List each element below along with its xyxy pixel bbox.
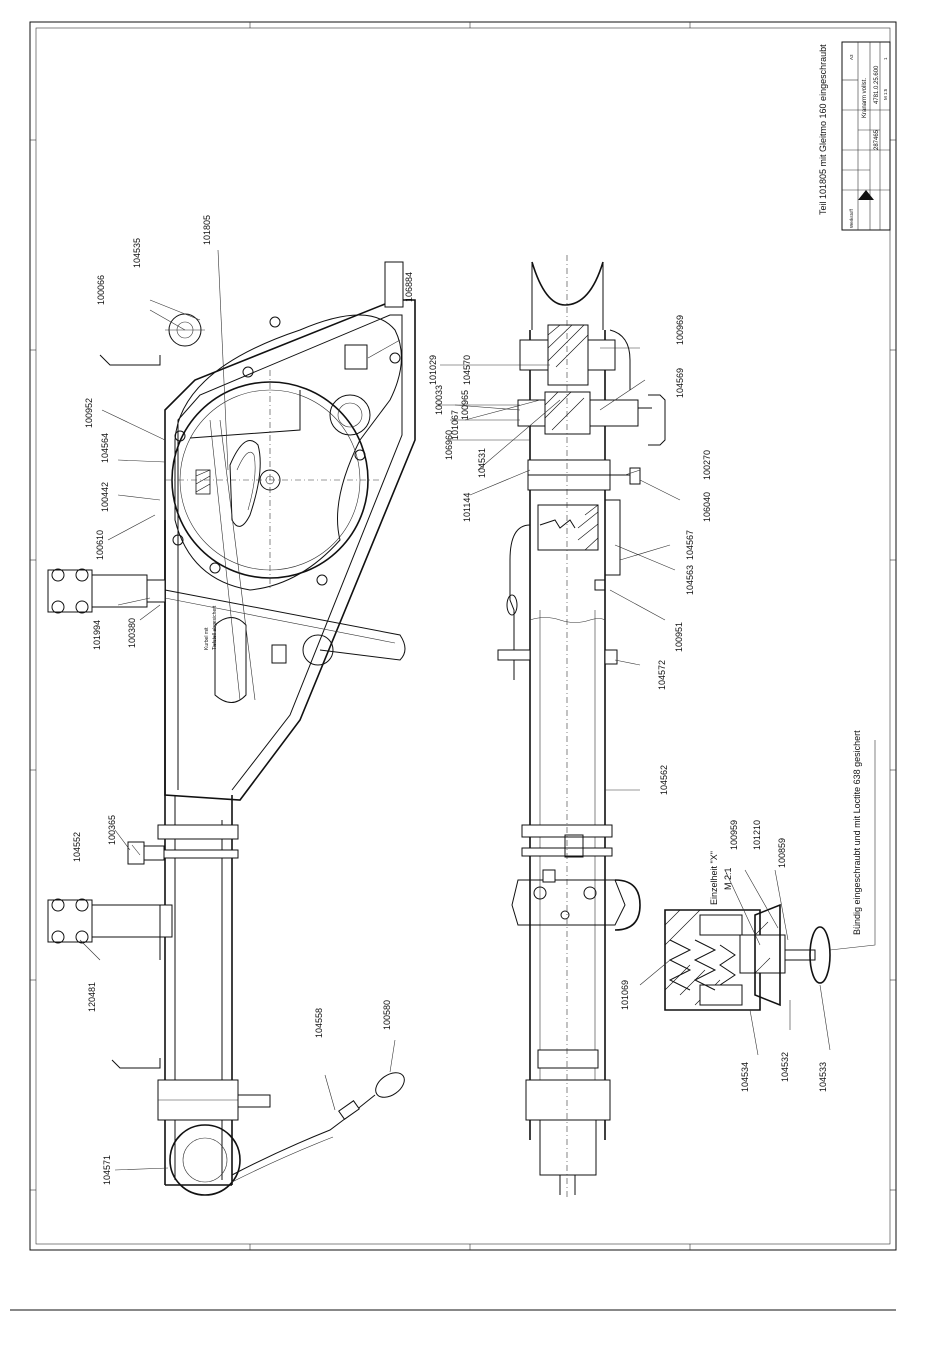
part-100965: 100965 [460, 390, 470, 420]
bottom-pulley [169, 1124, 241, 1196]
part-104562: 104562 [659, 765, 669, 795]
clamp-bracket [511, 879, 641, 931]
lower-clevis [47, 898, 173, 960]
part-106960: 106960 [444, 430, 454, 460]
part-100610: 100610 [95, 530, 105, 560]
part-104564: 104564 [100, 433, 110, 463]
frame-ticks [30, 22, 896, 1250]
part-100066: 100066 [96, 275, 106, 305]
part-104558: 104558 [314, 1008, 324, 1038]
section-tube [529, 330, 606, 1140]
detail-x: Einzelheit "X" M 2:1 Bündig eingeschraub… [664, 730, 876, 1011]
part-101069: 101069 [620, 980, 630, 1010]
drawing-outer-frame [29, 21, 897, 1251]
part-106040: 106040 [702, 492, 712, 522]
title-block-material: Werkstoff [849, 208, 854, 228]
part-100442: 100442 [100, 482, 110, 512]
title-block: Kranarm vollst. 4781.0.25.600 287465 Wer… [841, 41, 891, 231]
crank-handle [229, 440, 261, 527]
adjust-slot [214, 617, 247, 703]
drawing-inner-frame [35, 27, 891, 1245]
part-104535: 104535 [132, 238, 142, 268]
part-100380: 100380 [127, 618, 137, 648]
part-104570: 104570 [462, 355, 472, 385]
part-104532: 104532 [780, 1052, 790, 1082]
part-100952: 100952 [84, 398, 94, 428]
side-note-2: Tiefstell abgesichert [212, 605, 218, 650]
brace-arm [164, 589, 406, 661]
title-block-scale: M 1:5 [883, 88, 888, 100]
bolt-holes [172, 316, 401, 586]
title-block-sheet: 1 [883, 57, 888, 60]
detail-scale: M 2:1 [723, 867, 733, 890]
part-104563: 104563 [685, 565, 695, 595]
part-100959: 100959 [729, 820, 739, 850]
part-100951: 100951 [674, 622, 684, 652]
detail-knob [809, 926, 831, 984]
part-number-labels: 100066 104535 101805 106884 100952 10456… [72, 215, 828, 1185]
company-logo-icon [858, 190, 874, 200]
part-104567: 104567 [685, 530, 695, 560]
rope-with-eye [231, 1094, 376, 1176]
part-104552: 104552 [72, 832, 82, 862]
part-101067: 101067 [450, 410, 460, 440]
t-handle [638, 394, 666, 446]
winch-plate [164, 299, 416, 801]
part-100969: 100969 [675, 315, 685, 345]
upper-clevis [47, 568, 166, 614]
rope-eye [375, 1072, 405, 1098]
part-100033: 100033 [434, 385, 444, 415]
part-101805: 101805 [202, 215, 212, 245]
detail-spring [668, 939, 736, 991]
part-101144: 101144 [462, 493, 472, 522]
leader-lines [79, 249, 831, 1171]
title-block-number: 287465 [874, 129, 880, 150]
part-104572: 104572 [657, 660, 667, 690]
part-100270: 100270 [702, 450, 712, 480]
part-100580: 100580 [382, 1000, 392, 1030]
part-101029: 101029 [428, 355, 438, 385]
title-note: Teil 101805 mit Gleitmo 160 eingeschraub… [818, 44, 828, 215]
side-view: Kurbel mit Tiefstell abgesichert [47, 261, 416, 1196]
part-104531: 104531 [477, 448, 487, 478]
part-100859: 100859 [777, 838, 787, 868]
part-104569: 104569 [675, 368, 685, 398]
part-101210: 101210 [752, 820, 762, 850]
part-104533: 104533 [818, 1062, 828, 1092]
drum-housing [174, 314, 402, 591]
part-104534: 104534 [740, 1062, 750, 1092]
part-104571: 104571 [102, 1155, 112, 1185]
detail-label: Einzelheit "X" [709, 851, 719, 905]
ring-hook [302, 634, 334, 666]
section-cable [509, 524, 531, 680]
part-106884: 106884 [404, 272, 414, 302]
side-note-1: Kurbel mit [204, 627, 210, 650]
title-block-drawing-number: 4781.0.25.600 [874, 65, 880, 104]
top-roller [531, 261, 604, 306]
title-block-size: A3 [849, 54, 854, 60]
loctite-note: Bündig eingeschraubt und mit Loctite 638… [852, 730, 862, 935]
part-100365: 100365 [107, 815, 117, 845]
part-101994: 101994 [92, 620, 102, 650]
section-view [497, 255, 666, 1200]
part-120481: 120481 [87, 982, 97, 1012]
title-block-description: Kranarm vollst. [862, 78, 868, 118]
